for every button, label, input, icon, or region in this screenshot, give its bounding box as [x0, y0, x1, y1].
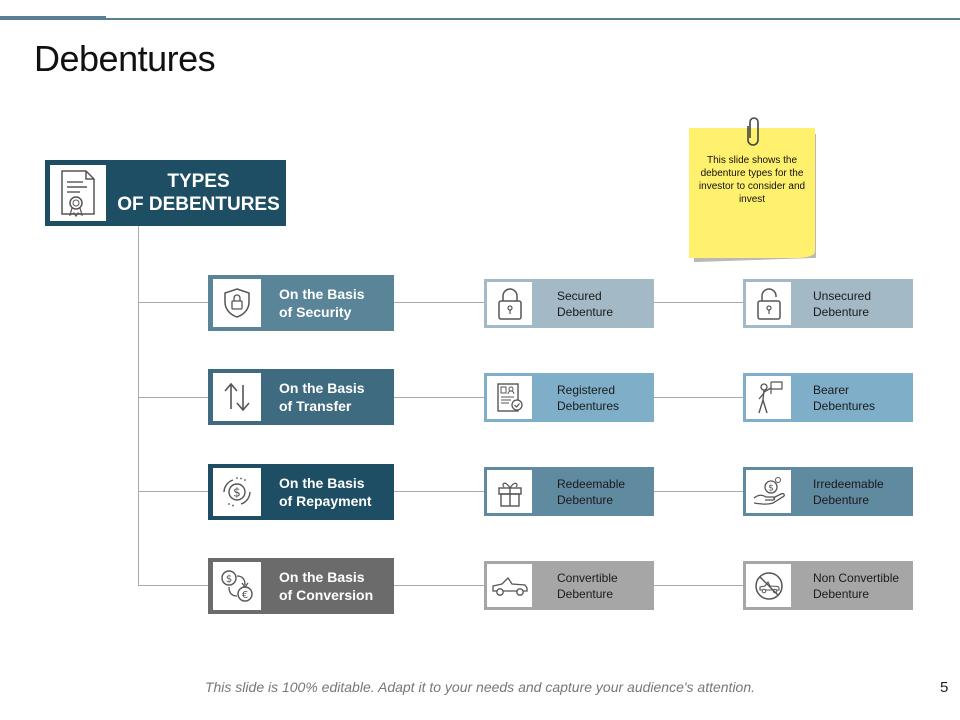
- type-bearer-debentures: Bearer Debentures: [743, 373, 913, 422]
- type-label-line1: Convertible: [557, 570, 618, 585]
- category-security: On the Basis of Security: [208, 275, 394, 331]
- type-label-line1: Unsecured: [813, 288, 872, 303]
- branch-connector: [138, 397, 208, 398]
- padlock-open-icon: [746, 282, 791, 325]
- type-label-line2: Debenture: [813, 492, 870, 507]
- type-label-line2: Debenture: [557, 586, 614, 601]
- branch-connector: [138, 585, 208, 586]
- type-label-line1: Registered: [557, 382, 616, 397]
- svg-text:$: $: [233, 486, 241, 500]
- branch-connector: [138, 302, 208, 303]
- page-number: 5: [940, 679, 949, 696]
- category-label: On the Basis of Security: [279, 275, 391, 331]
- sticky-note-text: This slide shows the debenture types for…: [698, 155, 806, 205]
- category-label-line1: On the Basis: [279, 569, 365, 585]
- gift-box-icon: [487, 470, 532, 513]
- type-label-line2: Debenture: [813, 304, 870, 319]
- type-label: Redeemable Debenture: [557, 467, 653, 516]
- root-label-line1: TYPES: [167, 171, 230, 192]
- padlock-closed-icon: [487, 282, 532, 325]
- category-repayment: $ On the Basis of Repayment: [208, 464, 394, 520]
- type-secured-debenture: Secured Debenture: [484, 279, 654, 328]
- person-carrying-flag-icon: [746, 376, 791, 419]
- category-conversion: $ € On the Basis of Conversion: [208, 558, 394, 614]
- type-label-line1: Redeemable: [557, 476, 626, 491]
- type-label: Secured Debenture: [557, 279, 653, 328]
- category-label: On the Basis of Transfer: [279, 369, 391, 425]
- type-label-line2: Debenture: [557, 304, 614, 319]
- svg-text:$: $: [226, 574, 232, 585]
- category-label: On the Basis of Repayment: [279, 464, 391, 520]
- footer-note: This slide is 100% editable. Adapt it to…: [204, 679, 756, 695]
- type-convertible-debenture: Convertible Debenture: [484, 561, 654, 610]
- type-label: Bearer Debentures: [813, 373, 913, 422]
- type-label: Registered Debentures: [557, 373, 653, 422]
- up-down-arrows-icon: [213, 373, 261, 421]
- type-label-line2: Debenture: [813, 586, 870, 601]
- type-label: Non Convertible Debenture: [813, 561, 913, 610]
- category-label-line2: of Security: [279, 304, 352, 320]
- type-label: Unsecured Debenture: [813, 279, 913, 328]
- category-transfer: On the Basis of Transfer: [208, 369, 394, 425]
- type-label-line1: Irredeemable: [813, 476, 884, 491]
- header-rule: [106, 18, 960, 20]
- category-label: On the Basis of Conversion: [279, 558, 391, 614]
- category-label-line2: of Repayment: [279, 493, 372, 509]
- convertible-car-icon: [487, 564, 532, 607]
- category-label-line2: of Conversion: [279, 587, 374, 603]
- type-registered-debentures: Registered Debentures: [484, 373, 654, 422]
- dollar-cycle-icon: $: [213, 468, 261, 516]
- svg-text:€: €: [242, 590, 248, 601]
- type-label: Irredeemable Debenture: [813, 467, 913, 516]
- header-accent-bar: [0, 16, 106, 20]
- category-label-line1: On the Basis: [279, 286, 365, 302]
- paperclip-icon: [744, 116, 762, 153]
- type-label-line2: Debentures: [557, 398, 620, 413]
- hand-dollar-icon: $: [746, 470, 791, 513]
- type-redeemable-debenture: Redeemable Debenture: [484, 467, 654, 516]
- type-label-line1: Bearer: [813, 382, 850, 397]
- type-irredeemable-debenture: $ Irredeemable Debenture: [743, 467, 913, 516]
- branch-connector: [138, 491, 208, 492]
- type-label-line2: Debenture: [557, 492, 614, 507]
- root-label: TYPES OF DEBENTURES: [111, 160, 286, 226]
- category-label-line1: On the Basis: [279, 380, 365, 396]
- type-non-convertible-debenture: Non Convertible Debenture: [743, 561, 913, 610]
- category-label-line1: On the Basis: [279, 475, 365, 491]
- type-label-line1: Secured: [557, 288, 602, 303]
- trunk-connector: [138, 226, 139, 586]
- root-node: TYPES OF DEBENTURES: [45, 160, 286, 226]
- type-label-line2: Debentures: [813, 398, 876, 413]
- category-label-line2: of Transfer: [279, 398, 352, 414]
- shield-lock-icon: [213, 279, 261, 327]
- certificate-icon: [50, 165, 106, 221]
- page-title: Debentures: [34, 38, 216, 79]
- no-convertible-car-icon: [746, 564, 791, 607]
- type-unsecured-debenture: Unsecured Debenture: [743, 279, 913, 328]
- sticky-note: This slide shows the debenture types for…: [689, 128, 815, 258]
- type-label: Convertible Debenture: [557, 561, 653, 610]
- svg-text:$: $: [768, 483, 774, 493]
- root-label-line2: OF DEBENTURES: [117, 194, 280, 215]
- registered-document-icon: [487, 376, 532, 419]
- type-label-line1: Non Convertible: [813, 570, 900, 585]
- currency-exchange-icon: $ €: [213, 562, 261, 610]
